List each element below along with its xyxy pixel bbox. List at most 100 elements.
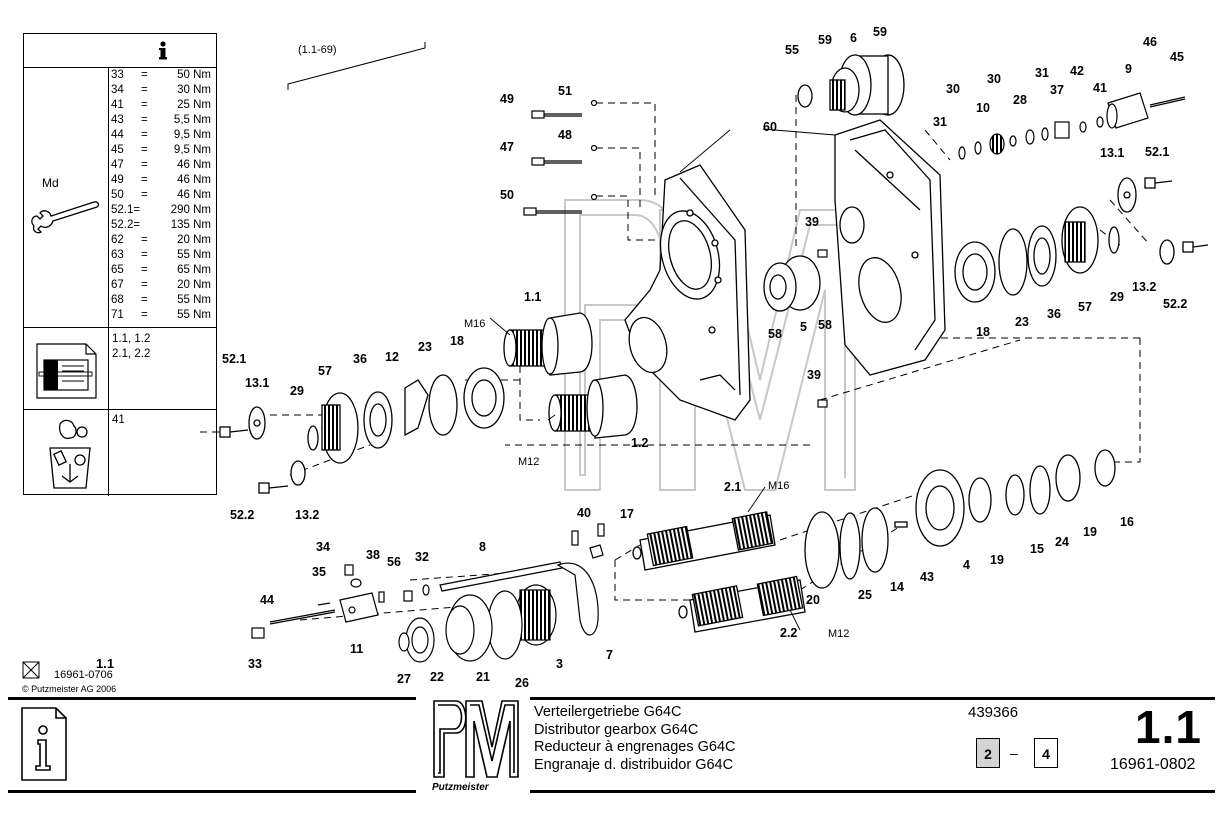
wrench-icon: [31, 201, 100, 234]
part-number-text: 7: [606, 648, 613, 662]
exploded-drawing: [200, 42, 1209, 663]
page-separator: –: [1010, 745, 1018, 761]
part-number-text: 39: [807, 368, 821, 382]
torque-val: 9,5 Nm: [173, 144, 211, 156]
part-number-text: 29: [1110, 290, 1124, 304]
doc-refs-line2: 2.1, 2.2: [112, 348, 151, 360]
page-total: 4: [1042, 746, 1050, 762]
part-label: 6: [850, 31, 857, 45]
part-number-text: 59: [873, 25, 887, 39]
part-label: 60: [763, 120, 777, 134]
part-label: 39: [805, 215, 819, 229]
thread-label: M12: [828, 628, 850, 640]
part-number-text: 49: [500, 92, 514, 106]
torque-item: 71: [111, 309, 124, 321]
part-number-text: 52.1: [1145, 145, 1170, 159]
drawing-symbol-icon: [22, 661, 40, 679]
part-label: 4: [963, 558, 970, 572]
lower-shaft-assembly: [251, 523, 605, 663]
title-lines: Verteilergetriebe G64C Distributor gearb…: [534, 704, 736, 774]
title-es: Engranaje d. distribuidor G64C: [534, 756, 734, 773]
page-current-box: 2: [976, 738, 1000, 768]
thread-label: M16: [464, 318, 486, 330]
torque-row-item: 65=65 Nm: [111, 263, 211, 278]
torque-row-item: 52.2= 135 Nm: [111, 218, 211, 233]
input-shafts: [503, 312, 638, 439]
copyright: © Putzmeister AG 2006: [22, 684, 117, 694]
part-number: 439366: [968, 704, 1019, 721]
part-label: 32: [415, 550, 429, 564]
pins-39: [817, 249, 828, 408]
part-label: 42: [1070, 64, 1084, 78]
torque-row-item: 52.1= 290 Nm: [111, 203, 211, 218]
part-label: 2.1: [724, 480, 741, 494]
part-label: 16: [1120, 515, 1134, 529]
torque-row-item: 34=30 Nm: [111, 83, 211, 98]
torque-val: 55 Nm: [177, 294, 211, 306]
part-label: 29: [1110, 290, 1124, 304]
part-label: 50: [500, 188, 514, 202]
part-label: 49: [500, 92, 514, 106]
footer-rule-left-bottom: [8, 790, 416, 793]
part-number-text: 13.2: [295, 508, 320, 522]
torque-val: 20 Nm: [177, 279, 211, 291]
part-label: 45: [1170, 50, 1184, 64]
part-label: 55: [785, 43, 799, 57]
part-number-text: 20: [806, 593, 820, 607]
part-label: 10: [976, 101, 990, 115]
part-number-text: 13.2: [1132, 280, 1157, 294]
footer-rule-right-top: [530, 697, 1215, 700]
torque-val: 30 Nm: [177, 84, 211, 96]
assembly-ref: (1.1-69): [298, 44, 337, 56]
torque-row-item: 33=50 Nm: [111, 68, 211, 83]
part-number-text: 13.1: [245, 376, 270, 390]
torque-item: 67: [111, 279, 124, 291]
part-label: 7: [606, 648, 613, 662]
torque-val: 55 Nm: [177, 309, 211, 321]
part-number-text: 11: [350, 642, 364, 656]
part-label: 2.2: [780, 626, 797, 640]
housing-right: [834, 119, 946, 376]
torque-eq: =: [141, 84, 148, 96]
bolts-top: [523, 99, 598, 216]
part-number-text: 28: [1013, 93, 1027, 107]
torque-eq: =: [141, 234, 148, 246]
torque-item: 52.2=: [111, 219, 141, 231]
info-document-icon: [21, 707, 67, 781]
part-label: 31: [933, 115, 947, 129]
putzmeister-logo: [430, 697, 520, 781]
part-number-text: 25: [858, 588, 872, 602]
torque-item: 50: [111, 189, 124, 201]
dispose-row: 41: [24, 410, 216, 494]
part-number-text: 1.1: [524, 290, 542, 304]
torque-eq: =: [141, 249, 148, 261]
part-label: 1.1: [524, 290, 541, 304]
part-label: 23: [1015, 315, 1029, 329]
torque-row-item: 43=5,5 Nm: [111, 113, 211, 128]
torque-val: 9,5 Nm: [173, 129, 211, 141]
torque-val: 290 Nm: [170, 204, 211, 216]
torque-val: 50 Nm: [177, 69, 211, 81]
part-label: 15: [1030, 542, 1044, 556]
part-number-text: 2.2: [780, 626, 798, 640]
part-label: 24: [1055, 535, 1069, 549]
torque-item: 52.1=: [111, 204, 141, 216]
parts-59-6: [797, 54, 905, 116]
torque-item: 62: [111, 234, 124, 246]
footer-rule-right-bottom: [530, 790, 1215, 793]
part-label: 41: [1093, 81, 1107, 95]
sheet-num: 1.1: [96, 656, 115, 671]
part-number-text: 52.2: [230, 508, 255, 522]
part-number-text: 6: [850, 31, 857, 45]
part-label: 11: [350, 642, 363, 656]
torque-val: 25 Nm: [177, 99, 211, 111]
part-number-text: 47: [500, 140, 514, 154]
torque-val: 135 Nm: [170, 219, 211, 231]
info-icon: [159, 41, 167, 60]
torque-item: 44: [111, 129, 124, 141]
part-number-text: 24: [1055, 535, 1069, 549]
part-label: 21: [476, 670, 490, 684]
thread-label: M16: [768, 480, 790, 492]
